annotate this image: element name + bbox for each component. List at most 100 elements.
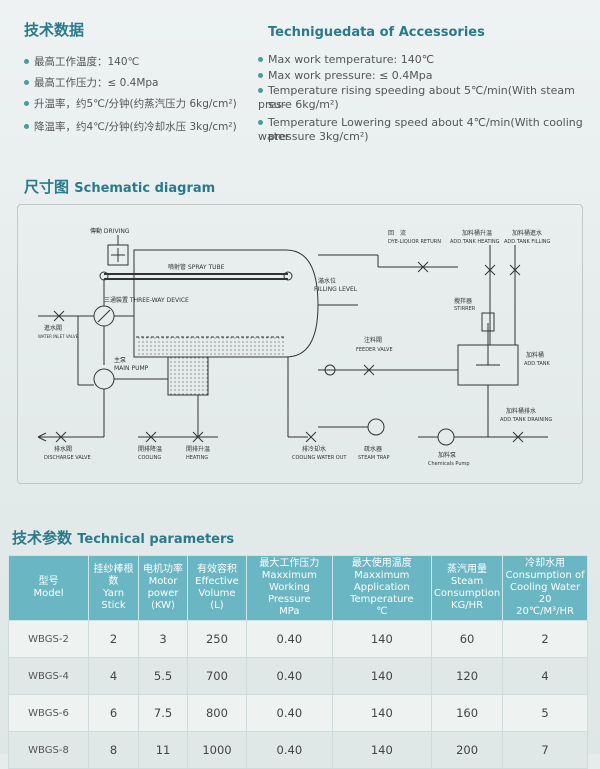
label-add-tank-cn: 加料桶 [526, 351, 544, 359]
label-cool-out-en: COOLING WATER OUT [292, 455, 347, 461]
right-bullet-4: Temperature Lowering speed about 4℃/min(… [258, 116, 583, 143]
label-steam-trap-en: STEAM TRAP [358, 455, 389, 461]
label-heating-cn: 開排升温 [186, 445, 210, 453]
label-add-tank-en: ADD.TANK [524, 361, 551, 367]
schematic-svg: 傳動 DRIVING 噴射管 SPRAY TUBE 三通裝置 THREE-WAY… [37, 227, 552, 467]
cell-volume: 700 [186, 657, 248, 695]
cell-steam: 60 [430, 620, 504, 658]
cell-steam: 160 [430, 694, 504, 732]
cell-motor-power: 5.5 [138, 657, 188, 695]
cell-model: WBGS-4 [8, 657, 89, 695]
cell-model: WBGS-8 [8, 731, 89, 769]
cell-yarn-stick: 6 [87, 694, 140, 732]
label-filling-level-en: FILLING LEVEL [314, 286, 358, 293]
right-bullet-3: Temperature rising speeding about 5℃/min… [258, 84, 575, 111]
accessories-heading: Techniguedata of Accessories [268, 25, 485, 40]
label-cool-out-cn: 排冷却水 [302, 445, 326, 453]
left-bullet-2: 最高工作压力：≤ 0.4Mpa [24, 76, 159, 90]
label-chem-pump-en: Chemicals Pump [428, 461, 470, 467]
label-discharge-en: DISCHARGE VALVE [44, 455, 91, 461]
table-row: WBGS-8 8 11 1000 0.40 140 200 7 [8, 731, 588, 769]
table-row: WBGS-6 6 7.5 800 0.40 140 160 5 [8, 694, 588, 732]
label-water-inlet-cn: 進水閥 [44, 324, 62, 332]
bullet-dot-icon [24, 58, 29, 64]
schematic-diagram: 傳動 DRIVING 噴射管 SPRAY TUBE 三通裝置 THREE-WAY… [17, 204, 583, 484]
cell-yarn-stick: 2 [87, 620, 140, 658]
right-bullet-3-cont: sure 6kg/m²) [268, 98, 339, 111]
cell-motor-power: 3 [138, 620, 188, 658]
cell-steam: 200 [430, 731, 504, 769]
cell-yarn-stick: 8 [87, 731, 140, 769]
cell-pressure: 0.40 [246, 620, 333, 658]
cell-temperature: 140 [331, 620, 432, 658]
table-row: WBGS-4 4 5.5 700 0.40 140 120 4 [8, 657, 588, 695]
label-filling-level-cn: 滿水位 [318, 277, 336, 285]
label-tank-drain-en: ADD.TANK DRAINING [500, 417, 552, 423]
label-heating-en: HEATING [186, 455, 208, 461]
label-tank-heating-en: ADD.TANK HEATING [450, 239, 500, 245]
label-discharge-cn: 排水閥 [54, 445, 72, 453]
label-feeder-en: FEEDER VALVE [356, 347, 393, 353]
cell-yarn-stick: 4 [87, 657, 140, 695]
label-tank-heating-cn: 加料桶升温 [462, 229, 492, 237]
bullet-dot-icon [258, 119, 263, 125]
cell-cooling-water: 5 [502, 694, 588, 732]
label-main-pump-en: MAIN PUMP [114, 365, 149, 372]
left-bullet-3: 升温率，约5℃/分钟(约蒸汽压力 6kg/cm²) [24, 97, 237, 111]
dye-vessel-shape [133, 249, 319, 358]
label-tank-filling-en: ADD.TANK FILLING [504, 239, 551, 245]
left-bullet-1: 最高工作温度：140℃ [24, 55, 139, 69]
bullet-dot-icon [24, 123, 29, 129]
label-water-inlet-en: WATER INLET VALVE [38, 334, 79, 339]
label-stirrer-cn: 攪拌器 [454, 297, 472, 305]
table-row: WBGS-2 2 3 250 0.40 140 60 2 [8, 620, 588, 658]
label-tank-drain-cn: 加料桶排水 [506, 407, 536, 415]
label-driving: 傳動 DRIVING [90, 227, 130, 235]
cell-steam: 120 [430, 657, 504, 695]
cell-pressure: 0.40 [246, 694, 333, 732]
technical-params-heading: 技术参数 Technical parameters [12, 529, 235, 547]
cell-cooling-water: 7 [502, 731, 588, 769]
label-cooling-cn: 開排降温 [138, 445, 162, 453]
label-dye-return-en: DYE-LIQUOR RETURN [388, 239, 441, 245]
right-bullet-2: Max work pressure: ≤ 0.4Mpa [258, 69, 433, 83]
cell-temperature: 140 [331, 694, 432, 732]
cell-volume: 800 [186, 694, 248, 732]
label-stirrer-en: STIRRER [454, 306, 476, 312]
left-bullet-4: 降温率，约4℃/分钟(约冷却水压 3kg/cm²) [24, 120, 237, 134]
cell-pressure: 0.40 [246, 657, 333, 695]
cell-motor-power: 7.5 [138, 694, 188, 732]
label-cooling-en: COOLING [138, 455, 161, 461]
right-bullet-4-cont: pressure 3kg/cm²) [268, 130, 369, 143]
cell-motor-power: 11 [138, 731, 188, 769]
tech-data-heading: 技术数据 [24, 21, 85, 39]
cell-volume: 1000 [186, 731, 248, 769]
right-bullet-1: Max work temperature: 140℃ [258, 53, 434, 67]
cell-cooling-water: 2 [502, 620, 588, 658]
bullet-dot-icon [24, 79, 29, 85]
cell-pressure: 0.40 [246, 731, 333, 769]
label-chem-pump-cn: 加料泵 [438, 451, 456, 459]
cell-temperature: 140 [331, 731, 432, 769]
label-main-pump-cn: 主泵 [114, 356, 126, 364]
bullet-dot-icon [258, 87, 263, 93]
bullet-dot-icon [258, 56, 263, 62]
label-spray-tube: 噴射管 SPRAY TUBE [168, 263, 225, 271]
label-dye-return-cn: 回 流 [388, 229, 406, 237]
cell-model: WBGS-2 [8, 620, 89, 658]
cell-temperature: 140 [331, 657, 432, 695]
label-steam-trap-cn: 疏水器 [364, 445, 382, 453]
cell-model: WBGS-6 [8, 694, 89, 732]
label-three-way: 三通裝置 THREE-WAY DEVICE [104, 296, 189, 304]
cell-volume: 250 [186, 620, 248, 658]
